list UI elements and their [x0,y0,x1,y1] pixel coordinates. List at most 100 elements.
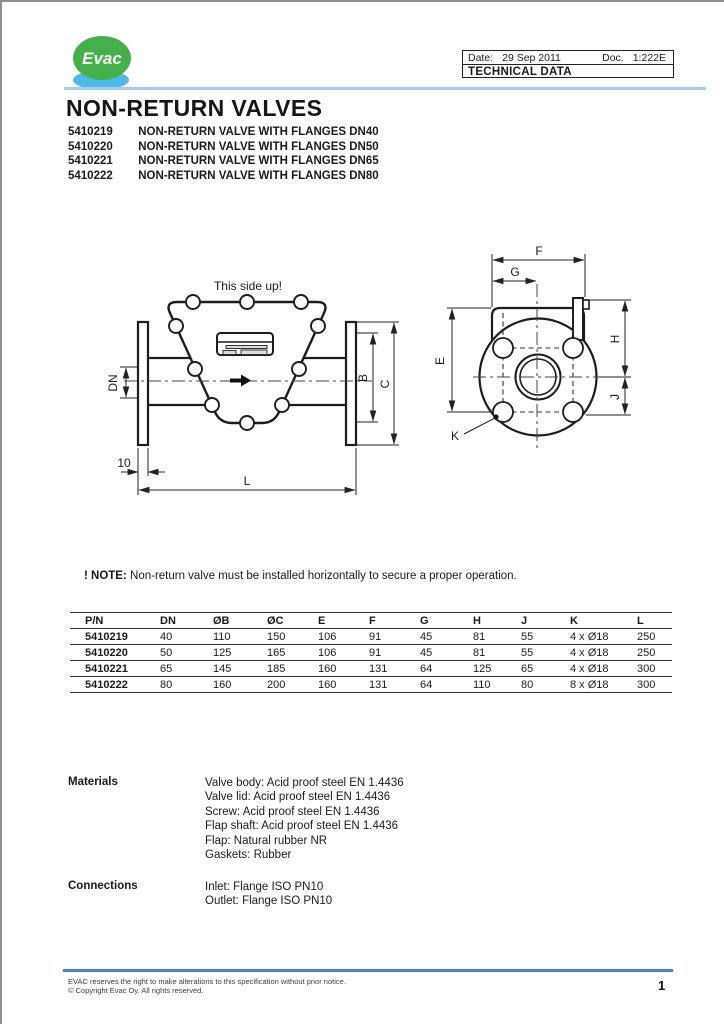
product-row: 5410220 NON-RETURN VALVE WITH FLANGES DN… [68,140,379,155]
product-row: 5410219 NON-RETURN VALVE WITH FLANGES DN… [68,125,379,140]
centerlines [473,284,605,450]
cell: 131 [369,676,420,693]
table-row: 5410219 40 110 150 106 91 45 81 55 4 x Ø… [70,628,672,645]
cell: 64 [420,660,473,677]
product-desc: NON-RETURN VALVE WITH FLANGES DN50 [138,140,379,153]
cell: 65 [160,660,213,677]
dim-label-e: E [435,357,447,365]
cell-pn: 5410222 [70,676,160,693]
valve-body-outline [167,300,327,425]
connections-section: Connections Inlet: Flange ISO PN10 Outle… [68,880,332,909]
col-header: DN [160,612,213,629]
dim-label-10: 10 [117,456,131,470]
cell-pn: 5410219 [70,628,160,645]
cell: 250 [637,644,672,661]
cell: 8 x Ø18 [570,676,637,693]
cell: 131 [369,660,420,677]
cell: 45 [420,644,473,661]
cell: 110 [213,628,267,645]
evac-logo: Evac [73,36,131,90]
col-header: G [420,612,473,629]
dim-label-j: J [608,394,622,400]
cell: 300 [637,660,672,677]
cell: 185 [267,660,318,677]
pipe-lines [148,356,346,407]
cell: 4 x Ø18 [570,660,637,677]
side-view-drawing: This side up! DN B C 10 L [106,279,399,495]
cell: 125 [473,660,521,677]
table-header-row: P/N DN ØB ØC E F G H J K L [70,612,672,629]
page-title: NON-RETURN VALVES [66,95,323,121]
doc-type: TECHNICAL DATA [468,66,572,78]
this-side-up-label: This side up! [214,279,282,293]
cell: 81 [473,644,521,661]
footer-notice: EVAC reserves the right to make alterati… [68,977,346,995]
cell: 50 [160,644,213,661]
cell: 40 [160,628,213,645]
note-prefix: ! NOTE: [84,570,127,582]
col-header: K [570,612,637,629]
cell: 80 [160,676,213,693]
dimension-lines [120,321,399,495]
bolt-circles [168,294,326,431]
doc-label: Doc. [602,51,624,64]
product-pn: 5410222 [68,169,113,182]
cell: 64 [420,676,473,693]
material-item: Flap shaft: Acid proof steel EN 1.4436 [205,820,399,833]
cell: 91 [369,628,420,645]
cell: 106 [318,644,369,661]
cell: 45 [420,628,473,645]
material-item: Flap: Natural rubber NR [205,834,328,847]
cell: 110 [473,676,521,693]
cell: 145 [213,660,267,677]
hinge-tab [572,297,590,341]
cell: 200 [267,676,318,693]
materials-label: Materials [68,776,118,788]
note-text: Non-return valve must be installed horiz… [130,570,517,582]
left-flange [136,320,150,447]
cell: 106 [318,628,369,645]
logo-text: Evac [82,49,122,68]
k-leader-dot [493,414,499,420]
installation-note: ! NOTE: Non-return valve must be install… [84,570,517,582]
table-row: 5410222 80 160 200 160 131 64 110 80 8 x… [70,676,672,693]
cell: 125 [213,644,267,661]
footer-rule [63,969,673,972]
product-row: 5410221 NON-RETURN VALVE WITH FLANGES DN… [68,154,379,169]
table-row: 5410221 65 145 185 160 131 64 125 65 4 x… [70,660,672,677]
date-value: 29 Sep 2011 [502,51,561,64]
doc-info-box: Date: 29 Sep 2011 Doc. 1:222E TECHNICAL … [462,50,674,78]
product-pn: 5410220 [68,140,113,153]
cell: 65 [521,660,570,677]
front-view-drawing: F G E H J K [435,244,631,450]
cell: 55 [521,644,570,661]
product-list: 5410219 NON-RETURN VALVE WITH FLANGES DN… [68,125,379,183]
col-header: P/N [70,612,160,629]
materials-section: Materials Valve body: Acid proof steel E… [68,776,404,862]
cell: 55 [521,628,570,645]
cell: 4 x Ø18 [570,644,637,661]
header-rule [64,87,706,90]
product-desc: NON-RETURN VALVE WITH FLANGES DN40 [138,126,379,138]
doc-info-row: Date: 29 Sep 2011 Doc. 1:222E [463,51,673,65]
material-item: Screw: Acid proof steel EN 1.4436 [205,805,380,818]
cell: 81 [473,628,521,645]
cell: 250 [637,628,672,645]
col-header: F [369,612,420,629]
dimensions-table: P/N DN ØB ØC E F G H J K L 5410219 40 11… [70,612,672,693]
cell: 165 [267,644,318,661]
bolt-square-hidden-lines [502,313,574,413]
col-header: L [637,612,672,629]
bolt-holes [492,337,584,423]
dim-label-g: G [510,265,519,279]
dim-label-c: C [378,379,392,388]
materials-list: Valve body: Acid proof steel EN 1.4436 V… [205,776,404,862]
cell: 160 [318,660,369,677]
col-header: ØB [213,612,267,629]
product-desc: NON-RETURN VALVE WITH FLANGES DN65 [138,155,379,167]
product-desc: NON-RETURN VALVE WITH FLANGES DN80 [138,169,379,182]
dim-label-f: F [535,244,542,258]
right-flange [344,320,358,447]
page-number: 1 [658,978,666,993]
